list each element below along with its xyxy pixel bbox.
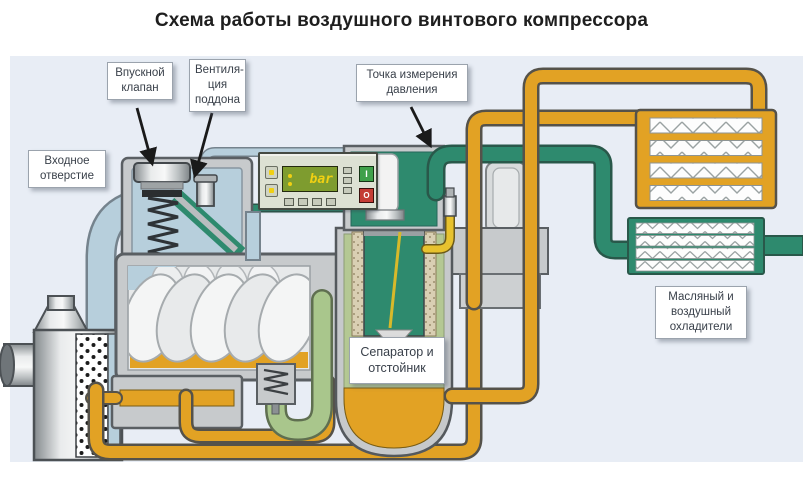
start-button: I bbox=[359, 166, 374, 182]
oil-manifold bbox=[110, 374, 244, 430]
pressure-display: bar bbox=[282, 166, 338, 192]
start-button-label: I bbox=[365, 169, 368, 179]
panel-small-button bbox=[298, 198, 308, 206]
oil-cooler bbox=[634, 108, 778, 210]
sump-vent-port bbox=[193, 174, 218, 207]
inlet-valve-arrow bbox=[135, 107, 157, 167]
air-cooler bbox=[627, 217, 803, 275]
service-indicator-icon bbox=[265, 184, 278, 197]
screw-rotor bbox=[129, 267, 309, 363]
panel-small-button bbox=[343, 177, 352, 184]
panel-small-button bbox=[343, 187, 352, 194]
check-valve bbox=[256, 363, 296, 415]
discharge-air-pipe bbox=[426, 144, 652, 260]
airend-screw-block bbox=[114, 252, 348, 382]
callout-pressure-point: Точка измерения давления bbox=[356, 64, 468, 102]
separator-filter-wall bbox=[351, 231, 365, 337]
panel-small-button bbox=[312, 198, 322, 206]
valve-cap bbox=[133, 162, 191, 183]
discharge-oil-air-pipe bbox=[256, 289, 333, 441]
display-indicator-icon bbox=[265, 166, 278, 179]
lcd-value: bar bbox=[309, 171, 333, 187]
pressure-point-arrow bbox=[409, 106, 432, 149]
valve-spring bbox=[147, 196, 179, 259]
page-title: Схема работы воздушного винтового компре… bbox=[154, 10, 649, 31]
filter-inlet-cap bbox=[0, 343, 15, 387]
oil-cooler-feed-pipes bbox=[443, 67, 768, 405]
callout-coolers: Масляный и воздушный охладители bbox=[655, 286, 747, 339]
stop-button: O bbox=[359, 188, 374, 203]
scavenge-hose bbox=[421, 187, 457, 254]
oil-return-pipes bbox=[85, 291, 483, 461]
callout-separator: Сепаратор и отстойник bbox=[349, 337, 445, 384]
panel-small-button bbox=[284, 198, 294, 206]
oil-filter bbox=[485, 161, 527, 235]
callout-inlet-valve: Впускной клапан bbox=[107, 62, 173, 100]
lcd-dots-icon bbox=[288, 174, 292, 178]
panel-small-button bbox=[326, 198, 336, 206]
scavenge-tube bbox=[388, 231, 402, 329]
oil-sump bbox=[343, 387, 445, 449]
callout-inlet-opening: Входное отверстие bbox=[28, 150, 106, 188]
callout-arrows bbox=[135, 106, 432, 179]
stop-button-label: O bbox=[363, 191, 370, 200]
callout-sump-vent: Вентиля- ция поддона bbox=[189, 59, 246, 112]
sump-vent-arrow bbox=[190, 112, 214, 179]
air-outlet-stub bbox=[763, 235, 803, 256]
panel-small-button bbox=[343, 167, 352, 174]
control-panel: bar I O bbox=[258, 152, 378, 210]
unloader-line bbox=[245, 211, 261, 261]
